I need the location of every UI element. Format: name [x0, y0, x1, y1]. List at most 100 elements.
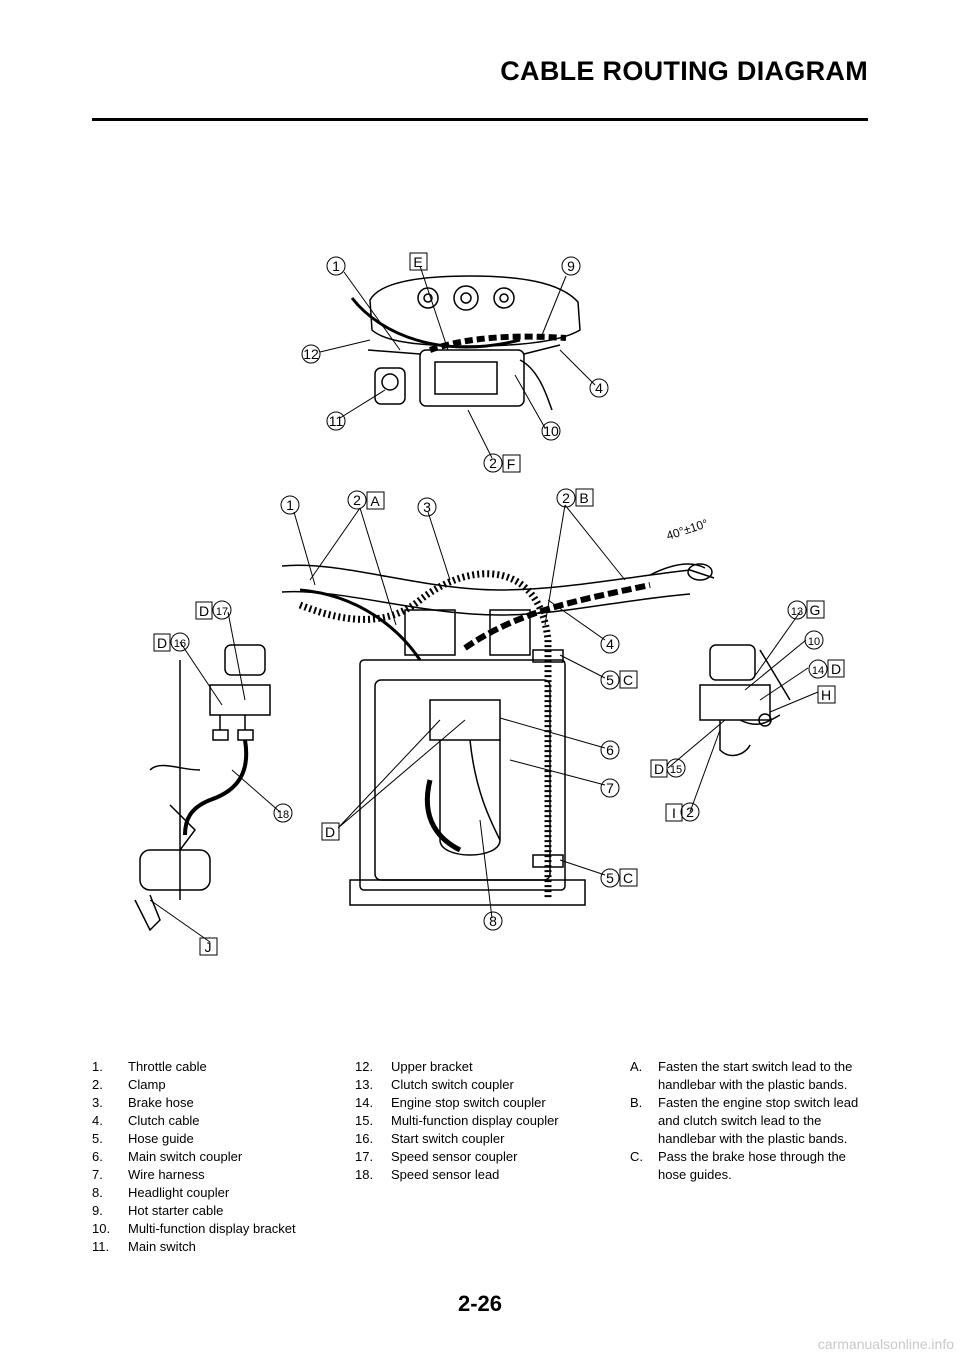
legend-item: 15.Multi-function display coupler	[355, 1113, 559, 1128]
callout-r-i: I	[665, 803, 683, 822]
svg-text:5: 5	[606, 672, 614, 688]
callout-c-5a: 5	[600, 670, 620, 690]
cable-routing-diagram: 1 E 9 12 4 11 10 2 F 1 2 A 3 2 B 40°±10°…	[134, 252, 845, 956]
svg-text:2: 2	[562, 490, 570, 506]
legend-item: 6.Main switch coupler	[92, 1149, 243, 1164]
legend-item: 5.Hose guide	[92, 1131, 194, 1146]
legend-item: 8.Headlight coupler	[92, 1185, 230, 1200]
callout-left-17: 17	[212, 600, 232, 620]
legend-column-3: A.Fasten the start switch lead to the ha…	[630, 1058, 870, 1184]
instruction-item: A.Fasten the start switch lead to the ha…	[630, 1059, 853, 1092]
svg-text:3: 3	[423, 499, 431, 515]
svg-text:G: G	[810, 602, 821, 618]
svg-text:15: 15	[670, 764, 682, 776]
instruction-item: C.Pass the brake hose through the hose g…	[630, 1149, 846, 1182]
instruction-item: B.Fasten the engine stop switch lead and…	[630, 1095, 859, 1146]
top-view-upper-bracket	[350, 275, 581, 411]
callout-c-8: 8	[483, 911, 503, 931]
callout-left-d17: D	[195, 601, 213, 620]
svg-text:E: E	[413, 254, 422, 270]
callout-left-j: J	[199, 937, 218, 956]
callout-mid-2a: 2	[347, 490, 367, 510]
callout-r-10: 10	[804, 630, 824, 650]
title-rule	[92, 118, 868, 121]
svg-text:I: I	[672, 805, 676, 821]
legend-item: 2.Clamp	[92, 1077, 166, 1092]
svg-text:1: 1	[332, 258, 340, 274]
legend-item: 9.Hot starter cable	[92, 1203, 224, 1218]
callout-left-d16: D	[153, 633, 171, 652]
legend-column-2: 12.Upper bracket 13.Clutch switch couple…	[355, 1058, 615, 1184]
svg-text:D: D	[654, 761, 664, 777]
svg-text:7: 7	[606, 780, 614, 796]
svg-text:9: 9	[567, 258, 575, 274]
svg-text:A: A	[370, 493, 380, 509]
svg-text:8: 8	[489, 913, 497, 929]
callout-top-e: E	[409, 252, 428, 271]
svg-text:C: C	[623, 672, 633, 688]
page-number: 2-26	[457, 1291, 503, 1316]
watermark-text: carmanualsonline.info	[817, 1336, 954, 1352]
svg-text:H: H	[821, 687, 831, 703]
svg-text:10: 10	[808, 636, 820, 648]
callout-left-16: 16	[170, 632, 190, 652]
legend-item: 13.Clutch switch coupler	[355, 1077, 514, 1092]
svg-text:2: 2	[686, 804, 694, 820]
callout-top-10: 10	[541, 421, 561, 441]
svg-text:6: 6	[606, 742, 614, 758]
callout-r-d14: D	[827, 659, 845, 678]
svg-text:10: 10	[543, 423, 559, 439]
svg-text:D: D	[199, 603, 209, 619]
callout-top-9: 9	[561, 256, 581, 276]
legend-item: 18.Speed sensor lead	[355, 1167, 500, 1182]
callout-top-1: 1	[326, 256, 346, 276]
legend-item: 14.Engine stop switch coupler	[355, 1095, 546, 1110]
callout-c-6: 6	[600, 740, 620, 760]
legend-column-1: 1.Throttle cable 2.Clamp 3.Brake hose 4.…	[92, 1058, 342, 1256]
svg-text:17: 17	[216, 606, 228, 618]
callout-c-ca: C	[619, 670, 638, 689]
callout-r-13: 13	[787, 600, 807, 620]
svg-text:14: 14	[812, 665, 824, 677]
svg-text:D: D	[325, 824, 335, 840]
svg-text:5: 5	[606, 870, 614, 886]
legend-item: 16.Start switch coupler	[355, 1131, 505, 1146]
svg-text:2: 2	[489, 455, 497, 471]
callout-mid-3: 3	[417, 497, 437, 517]
callout-mid-2b: 2	[556, 488, 576, 508]
callout-mid-b: B	[575, 488, 594, 507]
svg-text:1: 1	[286, 497, 294, 513]
svg-text:D: D	[157, 635, 167, 651]
callout-left-18: 18	[273, 803, 293, 823]
legend-item: 11.Main switch	[92, 1239, 196, 1254]
legend-item: 1.Throttle cable	[92, 1059, 207, 1074]
legend-item: 10.Multi-function display bracket	[92, 1221, 296, 1236]
legend-item: 4.Clutch cable	[92, 1113, 200, 1128]
callout-mid-a: A	[366, 491, 385, 510]
svg-text:4: 4	[595, 380, 603, 396]
callout-top-f: F	[502, 454, 521, 473]
svg-text:11: 11	[329, 413, 344, 429]
svg-text:4: 4	[606, 636, 614, 652]
svg-text:18: 18	[277, 809, 289, 821]
callout-top-2: 2	[483, 453, 503, 473]
callout-r-15: 15	[666, 758, 686, 778]
right-detail-view	[699, 644, 791, 757]
svg-text:2: 2	[353, 492, 361, 508]
callout-r-h: H	[817, 685, 836, 704]
svg-text:J: J	[205, 939, 212, 955]
left-detail-view	[134, 644, 271, 932]
callout-top-4: 4	[589, 378, 609, 398]
svg-text:C: C	[623, 870, 633, 886]
callout-c-7: 7	[600, 778, 620, 798]
callout-r-14: 14	[808, 659, 828, 679]
callout-c-cb: C	[619, 868, 638, 887]
leader-lines	[149, 265, 819, 943]
svg-text:D: D	[831, 661, 841, 677]
callout-c-d: D	[321, 822, 340, 841]
legend-item: 7.Wire harness	[92, 1167, 205, 1182]
angle-label: 40°±10°	[665, 516, 710, 543]
legend-item: 3.Brake hose	[92, 1095, 194, 1110]
callout-r-d15: D	[650, 759, 668, 778]
callout-c-5b: 5	[600, 868, 620, 888]
